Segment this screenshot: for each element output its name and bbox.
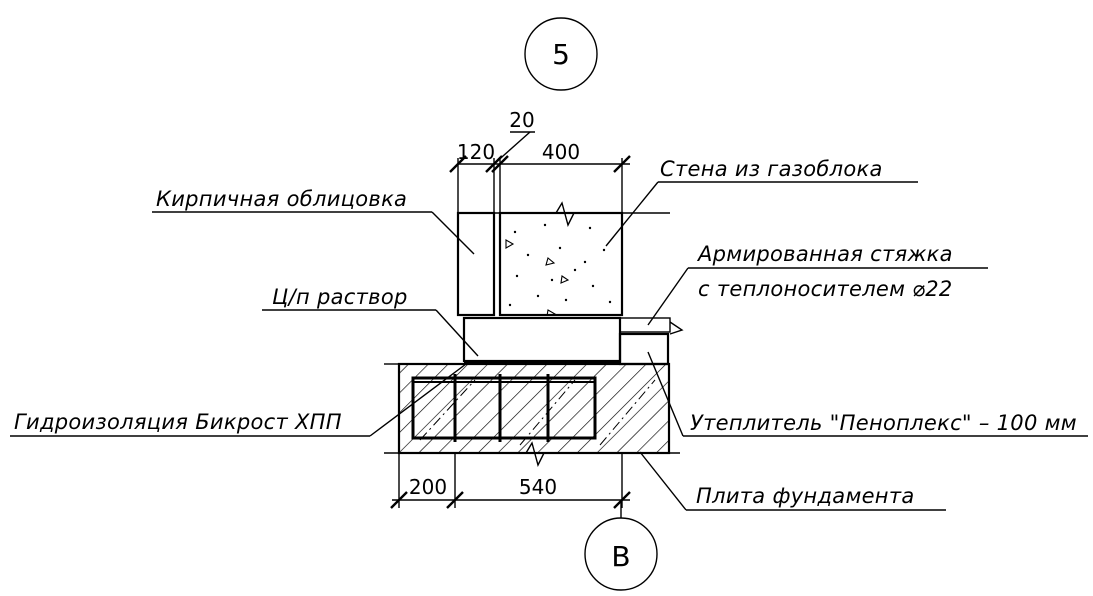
label-slab: Плита фундамента <box>696 484 915 508</box>
axis-label-top: 5 <box>552 38 570 71</box>
dim-right: 540 <box>519 475 557 499</box>
aerated-block-wall <box>458 201 670 317</box>
dim-left: 200 <box>409 475 447 499</box>
axis-marker-5: 5 <box>524 17 598 91</box>
dim-gap: 20 <box>509 108 534 132</box>
top-dimension-chain: 120 20 400 <box>449 108 631 213</box>
axis-marker-b: В <box>584 500 658 591</box>
reinforced-screed <box>619 317 684 335</box>
leader-waterproofing: Гидроизоляция Бикрост ХПП <box>10 363 467 437</box>
leader-mortar: Ц/п раствор <box>262 285 479 357</box>
leader-insulation: Утеплитель "Пеноплекс" – 100 мм <box>647 351 1088 437</box>
mortar-bed <box>462 316 622 364</box>
bottom-dimension-chain: 200 540 <box>390 453 631 509</box>
dim-wall: 400 <box>542 140 580 164</box>
label-waterproofing: Гидроизоляция Бикрост ХПП <box>14 410 342 434</box>
leader-screed: Армированная стяжка с теплоносителем ⌀22 <box>647 242 988 326</box>
leader-brick-facing: Кирпичная облицовка <box>152 187 475 255</box>
axis-label-bottom: В <box>611 540 630 573</box>
label-mortar: Ц/п раствор <box>272 285 408 309</box>
brick-facing <box>456 211 501 317</box>
label-brick-facing: Кирпичная облицовка <box>156 187 407 211</box>
leader-wall: Стена из газоблока <box>605 157 918 247</box>
label-insulation: Утеплитель "Пеноплекс" – 100 мм <box>690 411 1077 435</box>
label-wall: Стена из газоблока <box>660 157 883 181</box>
label-screed-line2: с теплоносителем ⌀22 <box>698 277 953 301</box>
foundation-slab <box>384 362 680 467</box>
dim-brick: 120 <box>457 140 495 164</box>
label-screed-line1: Армированная стяжка <box>696 242 953 266</box>
insulation-penoplex <box>618 332 670 366</box>
leader-slab: Плита фундамента <box>639 451 946 511</box>
